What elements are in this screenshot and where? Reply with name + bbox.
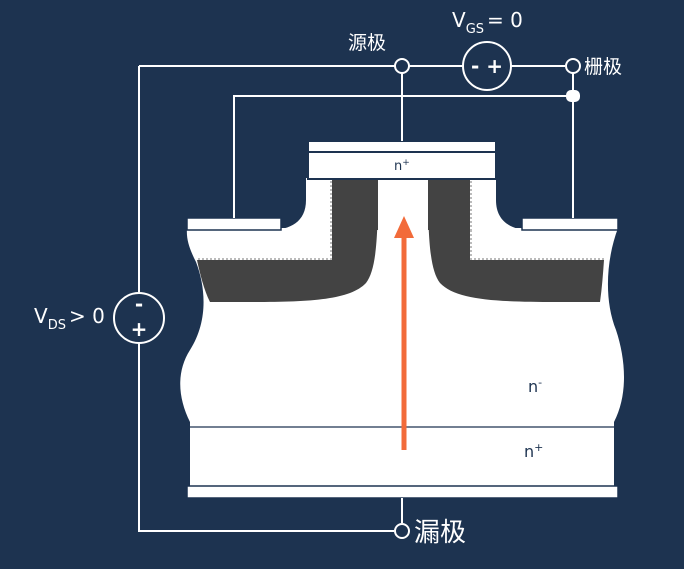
drain-label: 漏极 bbox=[414, 518, 466, 548]
vgs-polarity: - + bbox=[471, 54, 503, 78]
vds-label: VDS> 0 bbox=[34, 304, 105, 333]
source-terminal bbox=[394, 58, 410, 74]
gate-junction-dot bbox=[566, 90, 580, 102]
current-arrow-head bbox=[394, 216, 414, 238]
depletion-top-left bbox=[332, 180, 378, 230]
vds-polarity-bottom: + bbox=[131, 317, 148, 341]
vgs-source-symbol bbox=[462, 41, 512, 91]
n-plus-bottom-label: n+ bbox=[524, 441, 543, 461]
drain-terminal bbox=[394, 523, 410, 539]
source-mesa bbox=[270, 178, 530, 230]
vgs-label: VGS= 0 bbox=[452, 8, 523, 37]
source-n-plus-block bbox=[307, 140, 497, 180]
vds-left-wire-bottom bbox=[138, 343, 394, 532]
gate-bus-wire bbox=[233, 95, 574, 218]
gate-terminal bbox=[565, 58, 581, 74]
gate-label: 栅极 bbox=[584, 56, 622, 78]
vds-polarity-top: - bbox=[135, 292, 143, 316]
gate-contact-left bbox=[186, 217, 282, 231]
depletion-top-right bbox=[428, 180, 470, 230]
vds-source-symbol bbox=[113, 292, 165, 344]
n-minus-label: n- bbox=[528, 376, 542, 396]
current-label: 电流 bbox=[418, 328, 456, 350]
p-plus-left-label: p+ bbox=[213, 237, 232, 257]
drain-contact bbox=[186, 485, 619, 499]
n-plus-top-label: n+ bbox=[394, 158, 410, 174]
p-plus-right-label: p+ bbox=[571, 237, 590, 257]
source-label: 源极 bbox=[348, 32, 386, 54]
depletion-region-right bbox=[428, 185, 604, 302]
gate-contact-right bbox=[521, 217, 619, 231]
